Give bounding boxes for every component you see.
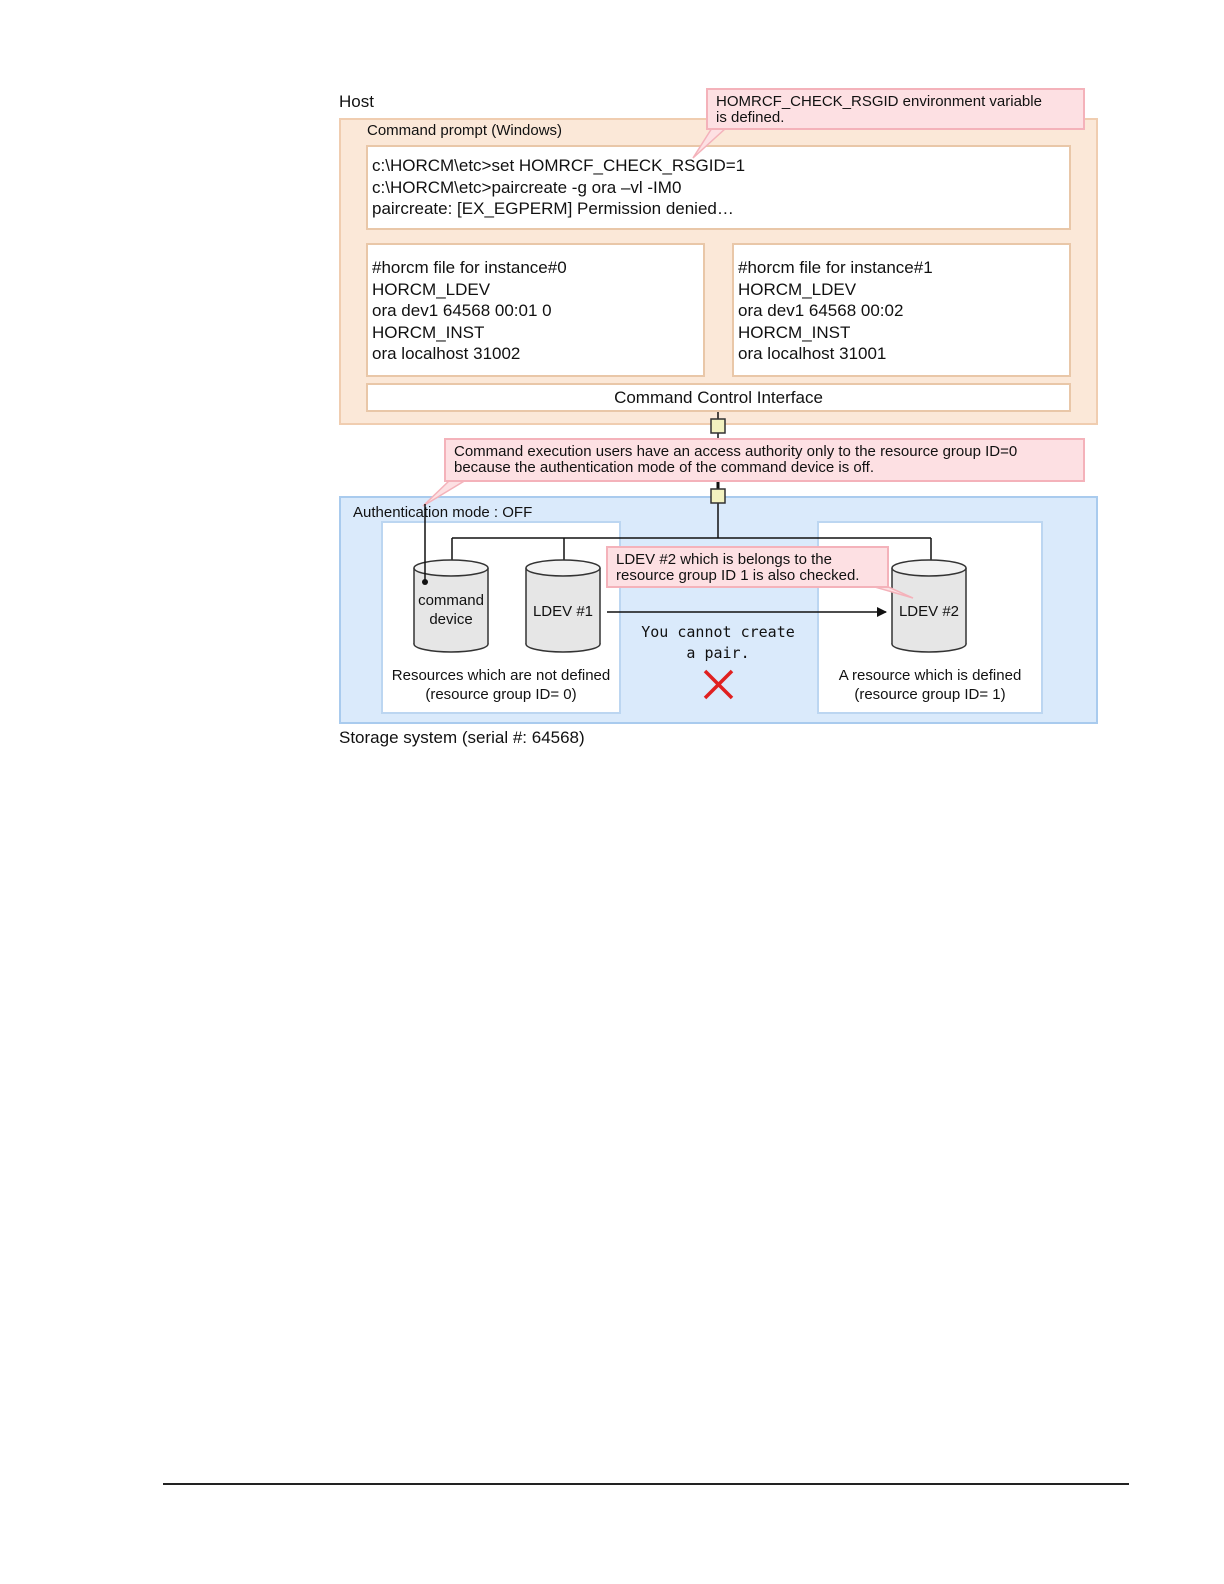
defined-resource-caption-line-1: A resource which is defined: [838, 667, 1022, 684]
cci-bar: Command Control Interface: [366, 383, 1071, 412]
host-port-icon: [710, 418, 726, 434]
cannot-create-line-1: You cannot create: [641, 623, 795, 641]
cannot-create-pair-text: You cannot create a pair.: [628, 622, 808, 664]
command-device-pointer-dot: [422, 579, 428, 585]
command-line-2: c:\HORCM\etc>paircreate -g ora –vl -IM0: [372, 177, 682, 197]
horcm1-line-4: HORCM_INST: [738, 322, 851, 342]
access-note-pointer: [422, 479, 469, 507]
storage-port-icon: [710, 488, 726, 504]
access-authority-note: Command execution users have an access a…: [444, 438, 1085, 482]
command-prompt-label: Command prompt (Windows): [367, 122, 563, 139]
command-line-1: c:\HORCM\etc>set HOMRCF_CHECK_RSGID=1: [372, 156, 746, 175]
access-authority-note-line-1: Command execution users have an access a…: [454, 443, 1018, 460]
horcm-file-instance-1: #horcm file for instance#1 HORCM_LDEV or…: [732, 243, 1071, 377]
access-authority-note-line-2: because the authentication mode of the c…: [454, 458, 874, 476]
footer-rule: [163, 1483, 1129, 1485]
ldev2-checked-note-line-2: resource group ID 1 is also checked.: [616, 566, 860, 584]
horcm0-line-2: HORCM_LDEV: [372, 279, 491, 299]
horcm-file-instance-0: #horcm file for instance#0 HORCM_LDEV or…: [366, 243, 705, 377]
horcm1-line-5: ora localhost 31001: [738, 344, 887, 363]
env-note-pointer: [692, 127, 728, 159]
horcm1-line-3: ora dev1 64568 00:02: [738, 301, 904, 320]
cannot-create-line-2: a pair.: [686, 644, 750, 662]
command-prompt-window: c:\HORCM\etc>set HOMRCF_CHECK_RSGID=1 c:…: [366, 145, 1071, 230]
command-device-label: command device: [414, 591, 488, 629]
ldev2-cylinder-icon: [891, 559, 967, 653]
ldev2-label: LDEV #2: [898, 603, 960, 620]
command-device-label-line-1: command: [418, 592, 484, 609]
env-variable-note-line-1: HOMRCF_CHECK_RSGID environment variable: [716, 93, 1042, 110]
horcm1-line-1: #horcm file for instance#1: [738, 258, 933, 277]
horcm0-line-3: ora dev1 64568 00:01 0: [372, 301, 552, 320]
storage-system-caption: Storage system (serial #: 64568): [339, 728, 585, 747]
horcm0-line-5: ora localhost 31002: [372, 344, 521, 363]
horcm0-line-4: HORCM_INST: [372, 322, 485, 342]
env-variable-note: HOMRCF_CHECK_RSGID environment variable …: [706, 88, 1085, 130]
undefined-resources-caption-line-1: Resources which are not defined: [391, 667, 611, 684]
command-line-3: paircreate: [EX_EGPERM] Permission denie…: [372, 199, 734, 218]
env-variable-note-line-2: is defined.: [716, 108, 785, 126]
ldev1-label: LDEV #1: [532, 603, 594, 620]
defined-resource-caption: A resource which is defined (resource gr…: [817, 666, 1043, 704]
ldev2-checked-note: LDEV #2 which is belongs to the resource…: [606, 546, 889, 588]
undefined-resources-caption: Resources which are not defined (resourc…: [381, 666, 621, 704]
host-title: Host: [339, 92, 374, 111]
ldev1-cylinder-icon: [525, 559, 601, 653]
horcm0-line-1: #horcm file for instance#0: [372, 258, 567, 277]
authentication-mode-label: Authentication mode : OFF: [353, 504, 533, 521]
undefined-resources-caption-line-2: (resource group ID= 0): [425, 686, 577, 703]
ldev2-checked-note-line-1: LDEV #2 which is belongs to the: [616, 551, 832, 568]
cannot-create-x-icon: [703, 669, 734, 700]
command-device-label-line-2: device: [429, 611, 473, 628]
horcm1-line-2: HORCM_LDEV: [738, 279, 857, 299]
defined-resource-caption-line-2: (resource group ID= 1): [854, 686, 1006, 703]
